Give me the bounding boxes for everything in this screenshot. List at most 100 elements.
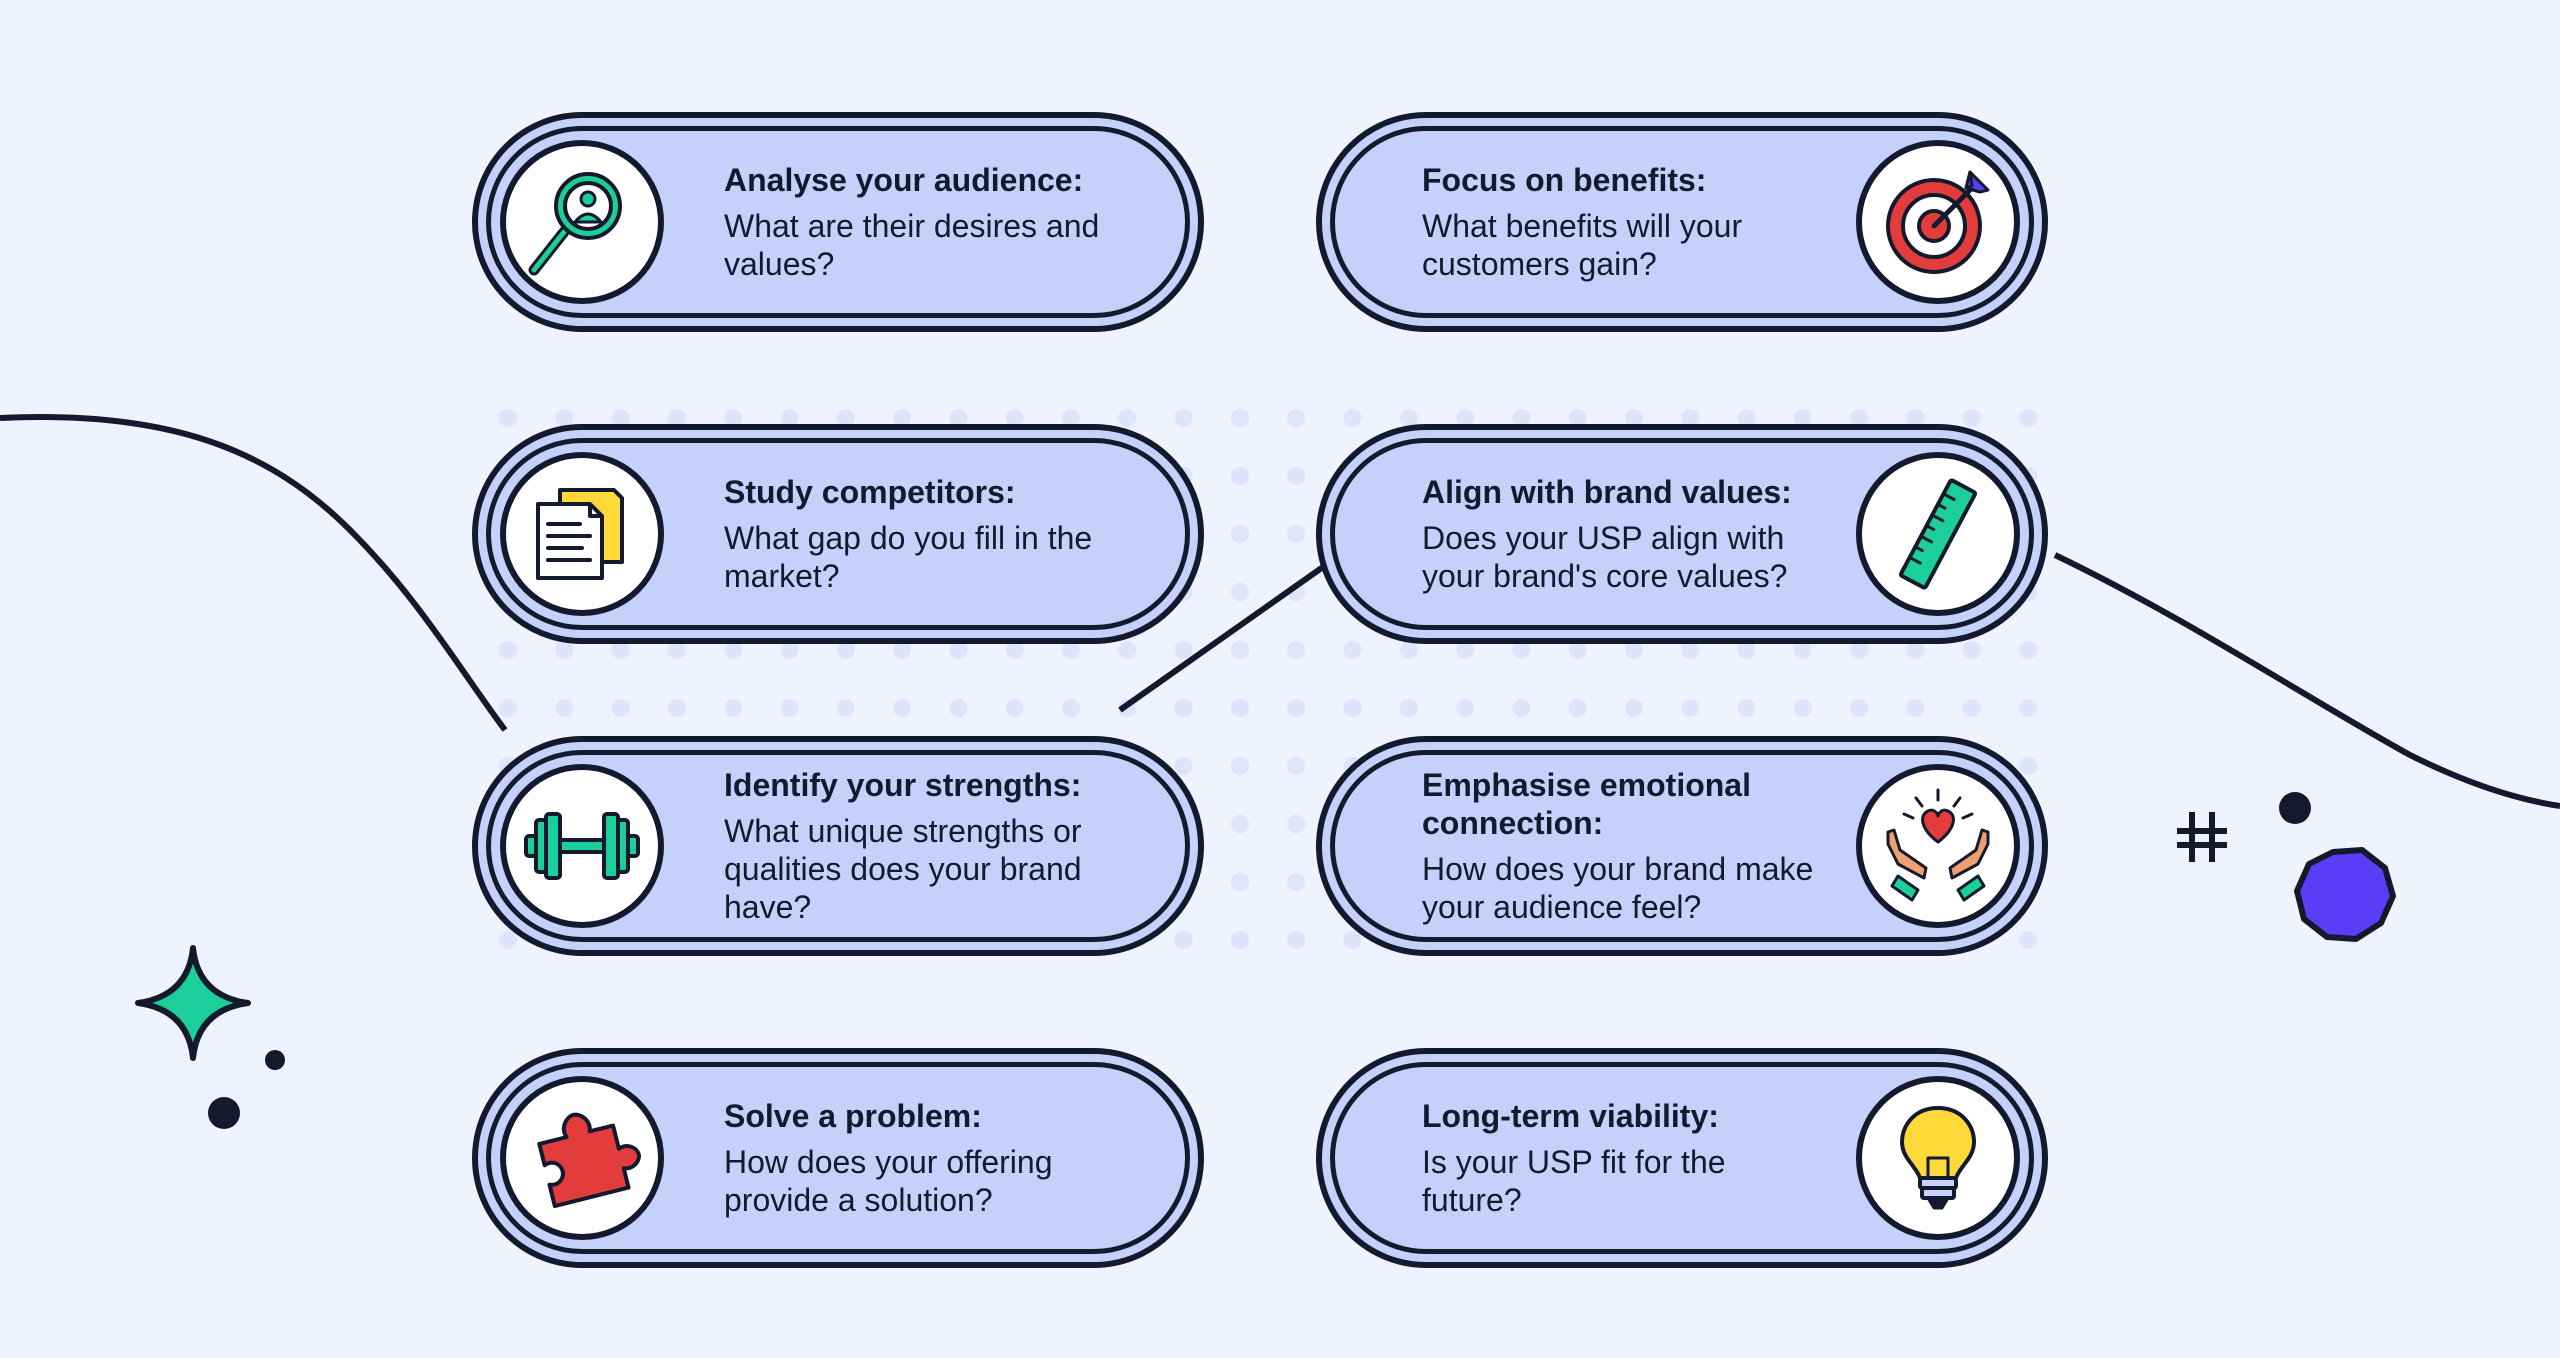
grid-dot bbox=[1962, 699, 1981, 717]
grid-dot bbox=[949, 409, 968, 427]
small-dot bbox=[2279, 792, 2311, 824]
grid-dot bbox=[1737, 699, 1756, 717]
card-description: What benefits will your customers gain? bbox=[1422, 208, 1743, 282]
card-description: How does your offering provide a solutio… bbox=[724, 1144, 1053, 1218]
grid-dot bbox=[893, 641, 912, 659]
grid-dot bbox=[1343, 641, 1362, 659]
grid-dot bbox=[2019, 699, 2038, 717]
grid-dot bbox=[836, 699, 855, 717]
grid-dot bbox=[1906, 409, 1925, 427]
card-title: Analyse your audience: bbox=[724, 162, 1084, 198]
grid-dot bbox=[1625, 699, 1643, 717]
card-analyse-audience: Analyse your audience: What are their de… bbox=[472, 112, 1204, 332]
grid-dot bbox=[1962, 409, 1981, 427]
grid-dot bbox=[1174, 757, 1193, 775]
grid-dot bbox=[1906, 699, 1925, 717]
grid-dot bbox=[724, 699, 743, 717]
grid-dot bbox=[1287, 757, 1306, 775]
card-title: Emphasise emotional connection: bbox=[1422, 767, 1751, 841]
grid-dot bbox=[1230, 699, 1249, 717]
grid-dot bbox=[1962, 641, 1981, 659]
card-title: Align with brand values: bbox=[1422, 474, 1792, 510]
grid-dot bbox=[2019, 409, 2038, 427]
grid-dot bbox=[1737, 409, 1756, 427]
ruler-icon bbox=[1856, 452, 2020, 616]
grid-dot bbox=[1230, 467, 1249, 485]
grid-dot bbox=[1399, 699, 1418, 717]
lightbulb-icon bbox=[1856, 1076, 2020, 1240]
grid-dot bbox=[1625, 409, 1643, 427]
grid-dot bbox=[1793, 699, 1812, 717]
grid-dot bbox=[1512, 409, 1531, 427]
grid-dot bbox=[1681, 641, 1700, 659]
grid-dot bbox=[1287, 815, 1306, 833]
grid-dot bbox=[1230, 641, 1249, 659]
grid-dot bbox=[1174, 699, 1193, 717]
grid-dot bbox=[611, 699, 630, 717]
grid-dot bbox=[1850, 699, 1869, 717]
grid-dot bbox=[1287, 525, 1306, 543]
grid-dot bbox=[1230, 873, 1249, 891]
grid-dot bbox=[1568, 409, 1587, 427]
card-description: What unique strengths or qualities does … bbox=[724, 813, 1082, 925]
grid-dot bbox=[1287, 409, 1306, 427]
grid-dot bbox=[1230, 757, 1249, 775]
grid-dot bbox=[1118, 409, 1137, 427]
heart-hands-icon bbox=[1856, 764, 2020, 928]
grid-dot bbox=[1230, 815, 1249, 833]
card-focus-benefits: Focus on benefits: What benefits will yo… bbox=[1316, 112, 2048, 332]
card-description: How does your brand make your audience f… bbox=[1422, 851, 1814, 925]
grid-dot bbox=[1287, 699, 1306, 717]
card-align-brand-values: Align with brand values: Does your USP a… bbox=[1316, 424, 2048, 644]
grid-dot bbox=[499, 409, 517, 427]
grid-dot bbox=[555, 699, 574, 717]
left-curve-line bbox=[0, 414, 508, 732]
puzzle-piece-icon bbox=[500, 1076, 664, 1240]
grid-dot bbox=[1568, 641, 1587, 659]
right-curve-line bbox=[2053, 552, 2560, 809]
documents-icon bbox=[500, 452, 664, 616]
grid-dot bbox=[1287, 641, 1306, 659]
grid-dot bbox=[1174, 641, 1193, 659]
grid-dot bbox=[2019, 641, 2038, 659]
grid-dot bbox=[1062, 641, 1080, 659]
target-icon bbox=[1856, 140, 2020, 304]
grid-dot bbox=[1005, 699, 1024, 717]
card-title: Study competitors: bbox=[724, 474, 1016, 510]
card-study-competitors: Study competitors: What gap do you fill … bbox=[472, 424, 1204, 644]
sparkle-icon bbox=[135, 945, 251, 1061]
grid-dot bbox=[836, 641, 855, 659]
grid-dot bbox=[1456, 409, 1475, 427]
card-title: Solve a problem: bbox=[724, 1098, 982, 1134]
grid-dot bbox=[1456, 699, 1475, 717]
grid-dot bbox=[949, 641, 968, 659]
grid-dot bbox=[1625, 641, 1643, 659]
small-dot bbox=[265, 1050, 285, 1070]
grid-dot bbox=[1005, 641, 1024, 659]
grid-dot bbox=[1005, 409, 1024, 427]
grid-dot bbox=[667, 641, 686, 659]
card-title: Focus on benefits: bbox=[1422, 162, 1707, 198]
grid-dot bbox=[555, 409, 574, 427]
card-description: What gap do you fill in the market? bbox=[724, 520, 1093, 594]
grid-dot bbox=[667, 409, 686, 427]
grid-dot bbox=[555, 641, 574, 659]
grid-dot bbox=[2019, 757, 2038, 775]
grid-dot bbox=[1287, 931, 1306, 949]
grid-dot bbox=[667, 699, 686, 717]
dumbbell-icon bbox=[500, 764, 664, 928]
card-title: Identify your strengths: bbox=[724, 767, 1082, 803]
grid-dot bbox=[1793, 641, 1812, 659]
grid-dot bbox=[1906, 641, 1925, 659]
card-description: Does your USP align with your brand's co… bbox=[1422, 520, 1788, 594]
grid-dot bbox=[1343, 409, 1362, 427]
center-connector-line bbox=[1118, 552, 1342, 713]
grid-dot bbox=[893, 409, 912, 427]
grid-dot bbox=[611, 409, 630, 427]
grid-dot bbox=[1118, 641, 1137, 659]
grid-dot bbox=[1343, 931, 1362, 949]
grid-dot bbox=[1230, 931, 1249, 949]
card-identify-strengths: Identify your strengths: What unique str… bbox=[472, 736, 1204, 956]
grid-dot bbox=[611, 641, 630, 659]
